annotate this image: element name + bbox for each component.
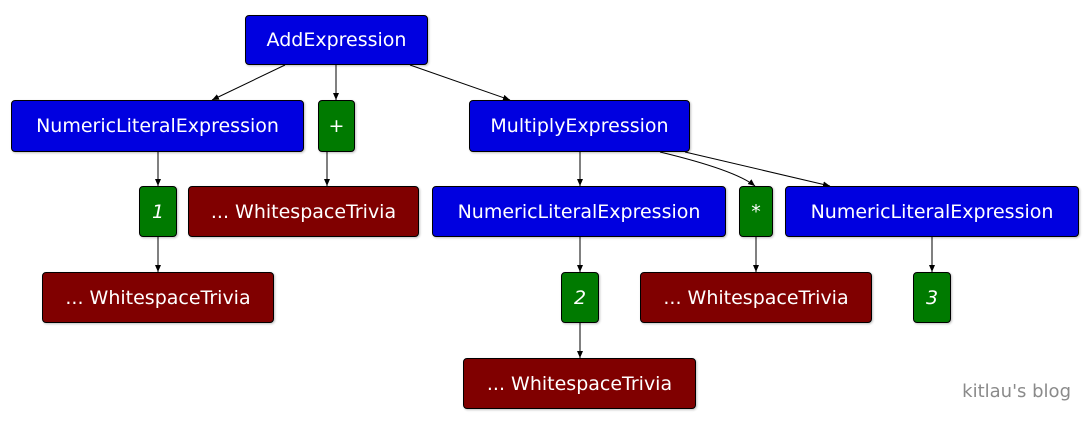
numeric-token-node-1: 1 [139,186,177,237]
multiply-expression-node: MultiplyExpression [469,100,690,152]
numeric-token-node-2: 2 [561,272,599,323]
add-expression-node: AddExpression [245,15,428,65]
star-token-node: * [739,186,773,237]
plus-token-node: + [318,100,355,152]
numeric-literal-expression-node-3: NumericLiteralExpression [785,186,1079,237]
numeric-literal-expression-node-2: NumericLiteralExpression [432,186,726,237]
numeric-literal-expression-node-1: NumericLiteralExpression [11,100,304,152]
blog-watermark: kitlau's blog [962,381,1071,402]
whitespace-trivia-node-plus: ... WhitespaceTrivia [188,186,419,237]
edge-add-to-numeric1 [211,64,286,101]
edge-multiply-to-numeric3 [684,151,831,188]
edge-multiply-to-star [659,151,756,187]
edge-add-to-multiply [409,64,511,101]
whitespace-trivia-node-1: ... WhitespaceTrivia [42,272,274,323]
whitespace-trivia-node-2: ... WhitespaceTrivia [463,358,696,409]
numeric-token-node-3: 3 [913,272,951,323]
whitespace-trivia-node-star: ... WhitespaceTrivia [640,272,872,323]
